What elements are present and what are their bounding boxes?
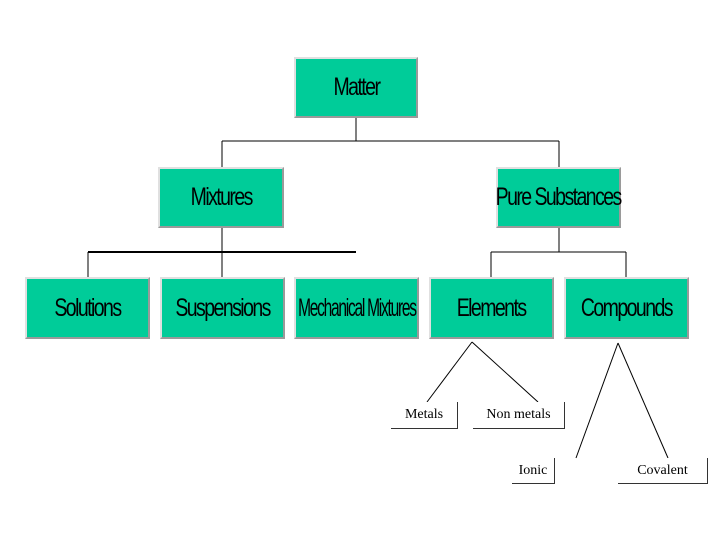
elements-node: Elements xyxy=(429,277,554,339)
metals-label: Metals xyxy=(404,407,444,422)
suspensions-label: Suspensions xyxy=(175,293,271,322)
ionic-label: Ionic xyxy=(518,462,548,478)
matter-node: Matter xyxy=(294,57,418,118)
elements-label: Elements xyxy=(457,293,527,322)
suspensions-node: Suspensions xyxy=(160,277,285,339)
solutions-label: Solutions xyxy=(54,293,122,322)
solutions-node: Solutions xyxy=(25,277,150,339)
compounds-label: Compounds xyxy=(580,293,674,322)
compounds-node: Compounds xyxy=(564,277,689,339)
mechanical-mixtures-node: Mechanical Mixtures xyxy=(294,277,419,339)
non-metals-label: Non metals xyxy=(486,407,551,422)
non-metals-node: Non metals xyxy=(473,402,565,429)
mixtures-node: Mixtures xyxy=(158,167,284,228)
ionic-node: Ionic xyxy=(512,458,555,484)
mechanical-mixtures-label: Mechanical Mixtures xyxy=(297,293,417,322)
pure-substances-label: Pure Substances xyxy=(495,183,623,211)
matter-label: Matter xyxy=(333,73,380,101)
covalent-node: Covalent xyxy=(618,458,708,484)
mixtures-label: Mixtures xyxy=(190,183,253,211)
metals-node: Metals xyxy=(391,402,458,429)
pure-substances-node: Pure Substances xyxy=(495,167,623,228)
covalent-label: Covalent xyxy=(637,462,688,478)
